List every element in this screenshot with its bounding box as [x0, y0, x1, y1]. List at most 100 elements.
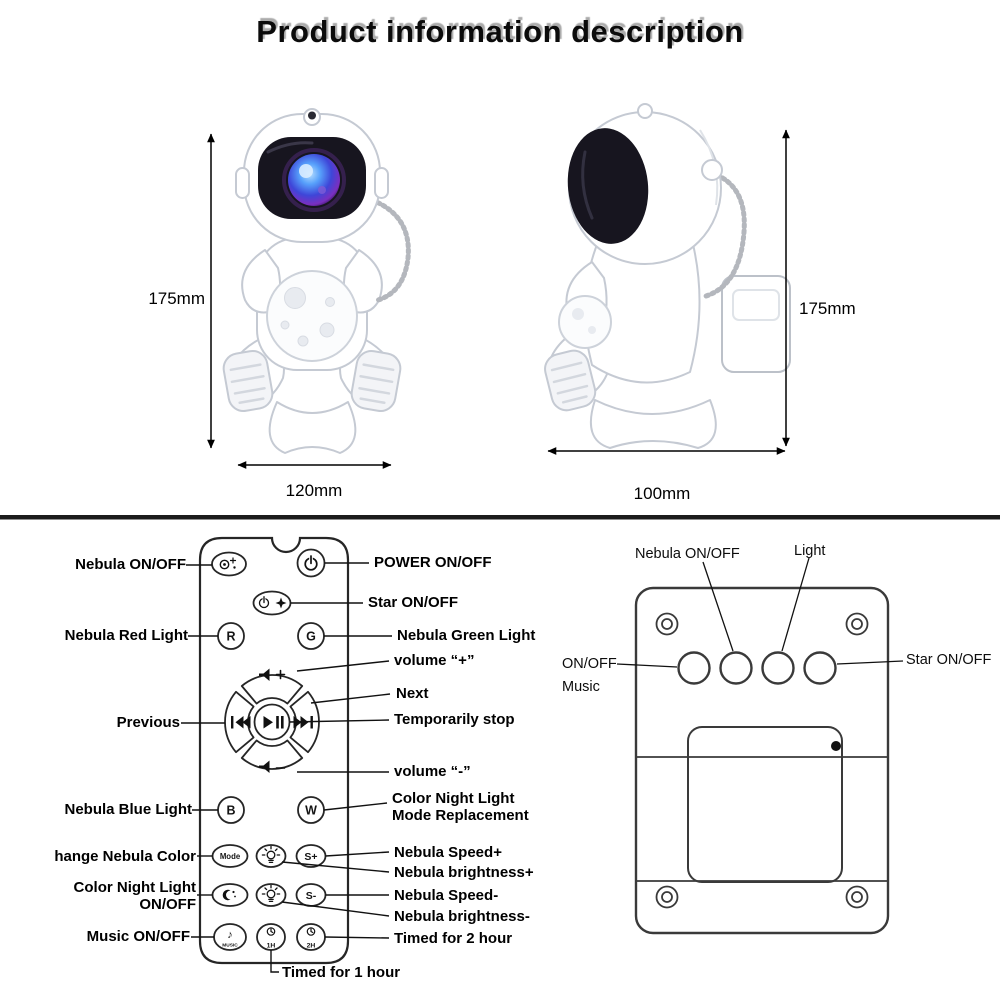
coiled-cable: [369, 197, 411, 303]
label-temporarily-stop: Temporarily stop: [394, 711, 515, 728]
night-light-icon: [222, 889, 236, 901]
label-line: ON/OFF: [139, 896, 196, 913]
speaker-icon: [259, 668, 270, 681]
label-volume-minus: volume “-”: [394, 763, 471, 780]
night-light-button: [211, 883, 249, 907]
mode-button-label: Mode: [220, 852, 241, 861]
dpad-icons: [231, 668, 313, 773]
remote-control-diagram: R G B W Mode: [181, 536, 392, 973]
label-volume-plus: volume “+”: [394, 652, 475, 669]
moon-crater: [572, 308, 584, 320]
label-power-onoff: POWER ON/OFF: [374, 554, 492, 571]
coiled-cable: [697, 167, 747, 299]
visor-highlight: [266, 141, 314, 154]
timer-2h-button-label: 2H: [307, 943, 316, 950]
label-star-onoff: Star ON/OFF: [368, 594, 459, 611]
panel-button-light: [761, 651, 795, 685]
music-button-label: MUSIC: [222, 943, 238, 949]
music-note-icon: ♪: [227, 929, 233, 941]
screw-icon: [661, 618, 673, 630]
previous-icon: [235, 716, 251, 729]
timer-1h-button-label: 1H: [267, 943, 276, 950]
right-boot-sole: [350, 349, 402, 413]
panel-connector-lines: [616, 557, 904, 668]
label-nebula-green-light: Nebula Green Light: [397, 627, 536, 644]
sole-treads: [358, 363, 395, 405]
page-title: Product information description: [256, 14, 744, 49]
panel-buttons: [677, 651, 837, 685]
front-astronaut-illustration: [222, 108, 411, 454]
side-height-label: 175mm: [799, 299, 856, 318]
volume-down-button: [240, 739, 304, 770]
panel-button-music-onoff: [677, 651, 711, 685]
nebula-icon: [219, 557, 237, 570]
label-color-night-light-onoff: Color Night Light ON/OFF: [74, 879, 196, 913]
moon-craters: [280, 287, 335, 347]
screw-icon: [661, 891, 673, 903]
moon-ball: [558, 295, 612, 349]
label-color-night-mode-replacement: Color Night Light Mode Replacement: [392, 790, 529, 824]
backpack: [721, 275, 791, 373]
speed-up-button-label: S+: [304, 851, 317, 863]
panel-label-light: Light: [794, 543, 826, 559]
nebula-red-button-label: R: [226, 630, 235, 644]
brightness-down-button: [255, 883, 287, 907]
speed-down-button-label: S-: [306, 890, 317, 902]
label-nebula-blue-light: Nebula Blue Light: [64, 801, 193, 818]
pause-bar-icon: [276, 716, 279, 729]
boot-sole: [544, 349, 597, 412]
label-timed-2h: Timed for 2 hour: [394, 930, 513, 947]
label-line: Color Night Light: [392, 790, 515, 807]
visor: [567, 128, 649, 244]
screw-icon: [851, 891, 863, 903]
camera-lens-dot: [308, 111, 316, 120]
nebula-green-button-label: G: [306, 630, 316, 644]
section-divider: [0, 515, 1000, 520]
screw-icon: [851, 618, 863, 630]
star-icon: [275, 597, 287, 609]
label-nebula-onoff: Nebula ON/OFF: [75, 556, 186, 573]
side-astronaut-illustration: [544, 103, 791, 449]
label-nebula-speed-plus: Nebula Speed+: [394, 844, 502, 861]
panel-label-nebula-onoff: Nebula ON/OFF: [635, 546, 740, 562]
label-timed-1h: Timed for 1 hour: [282, 964, 401, 981]
sole-treads: [229, 363, 266, 405]
screw-icon: [655, 885, 679, 909]
label-nebula-brightness-minus: Nebula brightness-: [394, 908, 530, 925]
lens-flare: [318, 186, 326, 194]
panel-label-onoff-music: ON/OFF Music: [562, 653, 617, 699]
label-nebula-brightness-plus: Nebula brightness+: [394, 864, 534, 881]
cable-mount: [701, 159, 723, 181]
screw-icon: [655, 612, 679, 636]
projector-lens-glow: [282, 148, 346, 212]
label-change-nebula-color: hange Nebula Color: [54, 848, 196, 865]
label-nebula-red-light: Nebula Red Light: [64, 627, 188, 644]
sole-treads: [550, 361, 589, 404]
play-icon: [263, 716, 273, 729]
label-nebula-speed-minus: Nebula Speed-: [394, 887, 499, 904]
corner-screws: [655, 612, 869, 909]
label-line: Mode Replacement: [392, 807, 529, 824]
label-line: Music: [562, 679, 600, 695]
speaker-icon: [259, 760, 270, 773]
dimension-arrows: [207, 129, 790, 469]
white-light-button-label: W: [305, 804, 317, 818]
helmet-ear-right: [374, 167, 389, 199]
panel-indicator-dot: [831, 741, 841, 751]
previous-icon-bar: [231, 716, 234, 729]
moon-crater: [588, 326, 596, 334]
label-next: Next: [396, 685, 429, 702]
plus-icon: [275, 669, 286, 680]
screw-icon: [845, 612, 869, 636]
side-width-label: 100mm: [633, 484, 691, 503]
pause-bar-icon: [281, 716, 284, 729]
panel-button-nebula-onoff: [719, 651, 753, 685]
astronaut-base: [589, 399, 717, 449]
remote-connector-lines: [181, 562, 392, 973]
back-panel-diagram: [616, 557, 904, 935]
front-height-label: 175mm: [148, 289, 205, 308]
battery-door: [687, 726, 843, 883]
volume-up-button: [240, 674, 304, 705]
